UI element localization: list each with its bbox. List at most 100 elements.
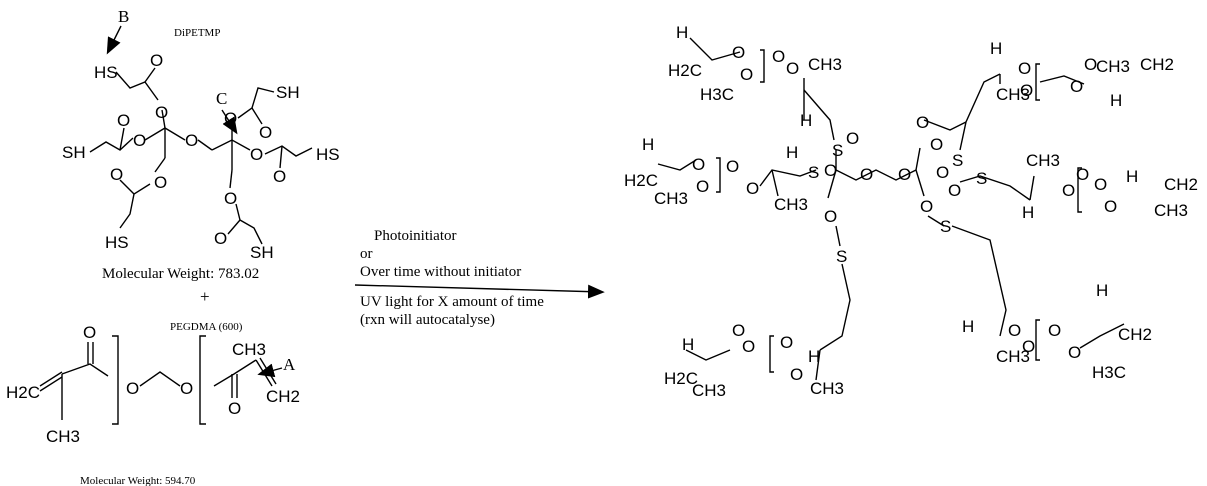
svg-text:H2C: H2C [6, 383, 40, 402]
svg-text:CH3: CH3 [232, 340, 266, 359]
thiol-hs-top: HS [94, 63, 118, 82]
svg-text:H: H [962, 317, 974, 336]
svg-text:CH3: CH3 [774, 195, 808, 214]
svg-text:O: O [1070, 77, 1083, 96]
svg-text:O: O [1008, 321, 1021, 340]
site-c-arrow [221, 109, 238, 135]
svg-text:O: O [259, 123, 272, 142]
svg-text:CH3: CH3 [1154, 201, 1188, 220]
svg-text:O: O [920, 197, 933, 216]
svg-text:CH3: CH3 [996, 347, 1030, 366]
svg-text:O: O [214, 229, 227, 248]
svg-text:CH2: CH2 [1140, 55, 1174, 74]
svg-text:H: H [676, 23, 688, 42]
svg-text:O: O [746, 179, 759, 198]
dipetmp-structure: DiPETMP B C HS O O SH O O O O O HS [62, 7, 340, 282]
svg-text:O: O [780, 333, 793, 352]
svg-text:O: O [1048, 321, 1061, 340]
site-a-arrow [257, 363, 283, 378]
svg-text:O: O [133, 131, 146, 150]
svg-text:H: H [682, 335, 694, 354]
svg-text:CH3: CH3 [1026, 151, 1060, 170]
svg-text:O: O [936, 163, 949, 182]
svg-text:H3C: H3C [700, 85, 734, 104]
dipetmp-name: DiPETMP [174, 27, 220, 39]
svg-text:O: O [1020, 81, 1033, 100]
svg-text:CH3: CH3 [810, 379, 844, 398]
thiol-hs-bottom: HS [105, 233, 129, 252]
svg-text:O: O [1068, 343, 1081, 362]
svg-text:O: O [110, 165, 123, 184]
svg-text:O: O [250, 145, 263, 164]
svg-text:O: O [1076, 165, 1089, 184]
condition-line-2: or [360, 246, 373, 262]
svg-text:O: O [696, 177, 709, 196]
condition-line-5: (rxn will autocatalyse) [360, 312, 495, 328]
svg-text:O: O [1062, 181, 1075, 200]
svg-text:O: O [224, 189, 237, 208]
pegdma-name: PEGDMA (600) [170, 321, 243, 333]
svg-text:O: O [824, 161, 837, 180]
svg-text:S: S [808, 163, 819, 182]
svg-text:O: O [1084, 55, 1097, 74]
svg-text:O: O [898, 165, 911, 184]
svg-text:S: S [832, 141, 843, 160]
svg-text:O: O [126, 379, 139, 398]
svg-text:O: O [117, 111, 130, 130]
svg-text:CH3: CH3 [1096, 57, 1130, 76]
svg-text:O: O [732, 321, 745, 340]
svg-text:O: O [824, 207, 837, 226]
svg-text:O: O [1022, 337, 1035, 356]
thiol-sh-bottom: SH [250, 243, 274, 262]
svg-text:O: O [786, 59, 799, 78]
svg-text:H2C: H2C [664, 369, 698, 388]
svg-text:S: S [976, 169, 987, 188]
condition-line-3: Over time without initiator [360, 264, 521, 280]
site-b-arrow [106, 25, 122, 55]
svg-text:O: O [860, 165, 873, 184]
svg-text:H: H [642, 135, 654, 154]
svg-text:H2C: H2C [624, 171, 658, 190]
svg-text:O: O [740, 65, 753, 84]
pegdma-structure: PEGDMA (600) H2C CH3 O O O O CH3 CH2 A M… [6, 321, 300, 486]
svg-text:O: O [1104, 197, 1117, 216]
svg-text:H2C: H2C [668, 61, 702, 80]
svg-text:O: O [726, 157, 739, 176]
site-b-label: B [118, 7, 129, 26]
svg-text:S: S [952, 151, 963, 170]
svg-text:H: H [808, 347, 820, 366]
svg-text:CH3: CH3 [996, 85, 1030, 104]
svg-text:H: H [800, 111, 812, 130]
svg-text:H: H [1022, 203, 1034, 222]
svg-text:H: H [990, 39, 1002, 58]
svg-text:O: O [948, 181, 961, 200]
svg-text:O: O [185, 131, 198, 150]
condition-line-4: UV light for X amount of time [360, 294, 544, 310]
dipetmp-mw: Molecular Weight: 783.02 [102, 266, 259, 282]
svg-text:H: H [1096, 281, 1108, 300]
svg-text:O: O [772, 47, 785, 66]
svg-text:CH3: CH3 [654, 189, 688, 208]
svg-text:S: S [940, 217, 951, 236]
svg-text:H: H [1110, 91, 1122, 110]
svg-text:H: H [786, 143, 798, 162]
svg-text:O: O [1094, 175, 1107, 194]
product-structure: O O H H2C H3C O O O O CH3 H S O H H2C CH… [624, 23, 1198, 400]
svg-text:O: O [154, 173, 167, 192]
svg-text:O: O [83, 323, 96, 342]
thiol-sh-left: SH [62, 143, 86, 162]
svg-text:O: O [742, 337, 755, 356]
svg-text:CH3: CH3 [692, 381, 726, 400]
svg-text:CH3: CH3 [46, 427, 80, 446]
svg-text:O: O [1018, 59, 1031, 78]
condition-line-1: Photoinitiator [374, 228, 457, 244]
svg-text:O: O [228, 399, 241, 418]
svg-text:O: O [846, 129, 859, 148]
pegdma-mw: Molecular Weight: 594.70 [80, 475, 196, 486]
svg-text:O: O [224, 109, 237, 128]
thiol-hs-right: HS [316, 145, 340, 164]
svg-text:O: O [930, 135, 943, 154]
svg-text:O: O [732, 43, 745, 62]
svg-text:CH2: CH2 [266, 387, 300, 406]
